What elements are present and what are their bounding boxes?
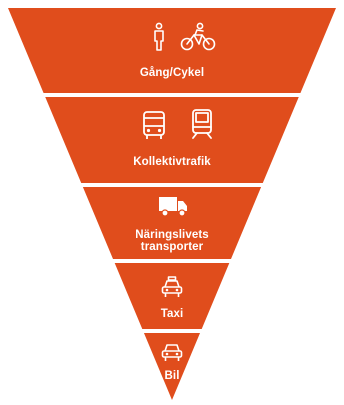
tram-icon [192,109,212,139]
taxi-icon [161,276,183,297]
bicycle-icon [180,22,216,51]
level-divider [0,259,344,263]
level-label-commercial-line1: Näringslivets [135,229,209,241]
level-divider [0,93,344,97]
car-icon [161,344,183,361]
level-divider [0,183,344,187]
level-label-commercial-line2: transporter [140,241,204,253]
bus-icon [143,111,165,139]
level-label-taxi: Taxi [160,308,184,320]
level-label-walk-cycle: Gång/Cykel [139,67,205,79]
truck-icon [159,197,187,217]
pedestrian-icon [154,22,164,51]
level-divider [0,329,344,333]
level-label-public-transport: Kollektivtrafik [133,156,211,168]
level-label-car: Bil [164,370,180,382]
